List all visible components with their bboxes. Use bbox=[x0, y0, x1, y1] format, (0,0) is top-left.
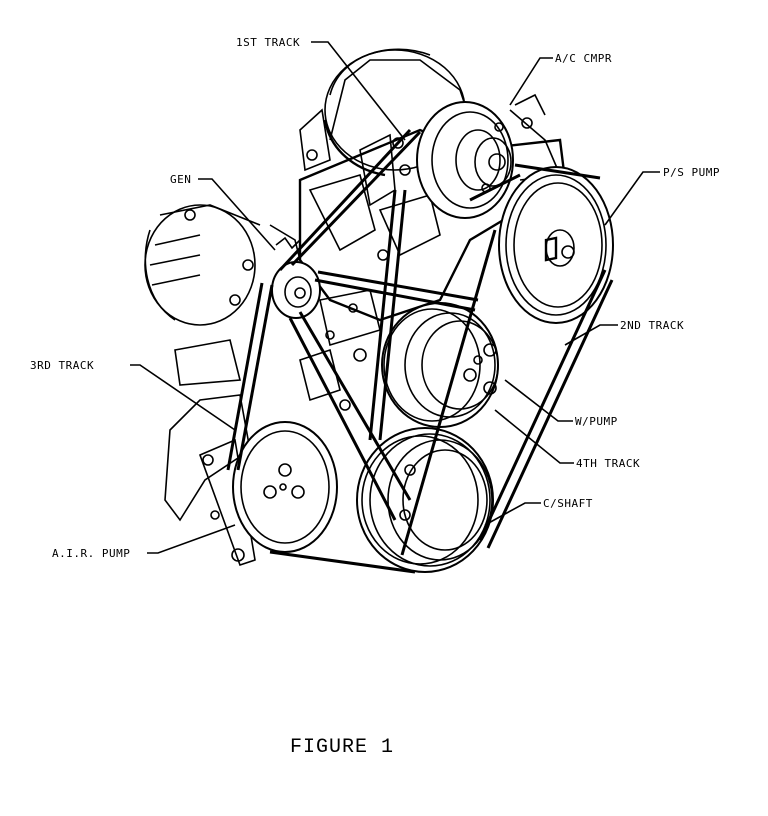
label-fourth-track: 4TH TRACK bbox=[576, 457, 640, 470]
crankshaft-pulley bbox=[356, 427, 494, 573]
leader-fourth-track bbox=[494, 409, 574, 464]
leader-c-shaft bbox=[484, 502, 541, 526]
leader-ps-pump bbox=[604, 171, 660, 226]
label-c-shaft: C/SHAFT bbox=[543, 497, 593, 510]
water-pump-pulley bbox=[381, 302, 499, 428]
label-second-track: 2ND TRACK bbox=[620, 319, 684, 332]
label-gen: GEN bbox=[170, 173, 191, 186]
leader-lines bbox=[130, 41, 660, 554]
belts bbox=[226, 128, 614, 574]
label-third-track: 3RD TRACK bbox=[30, 359, 94, 372]
label-ac-cmpr: A/C CMPR bbox=[555, 52, 612, 65]
label-ps-pump: P/S PUMP bbox=[663, 166, 720, 179]
leader-first-track bbox=[311, 41, 406, 141]
air-pump-pulley bbox=[232, 421, 338, 553]
leader-ac-cmpr bbox=[509, 57, 553, 106]
label-w-pump: W/PUMP bbox=[575, 415, 618, 428]
label-air-pump: A.I.R. PUMP bbox=[52, 547, 130, 560]
ps-pump-pulley bbox=[498, 166, 614, 324]
leader-air-pump bbox=[147, 524, 236, 554]
figure-caption: FIGURE 1 bbox=[290, 736, 394, 759]
leader-third-track bbox=[130, 364, 236, 431]
leader-gen bbox=[198, 178, 276, 251]
leader-second-track bbox=[564, 324, 618, 346]
leader-w-pump bbox=[504, 379, 573, 422]
label-first-track: 1ST TRACK bbox=[236, 36, 300, 49]
